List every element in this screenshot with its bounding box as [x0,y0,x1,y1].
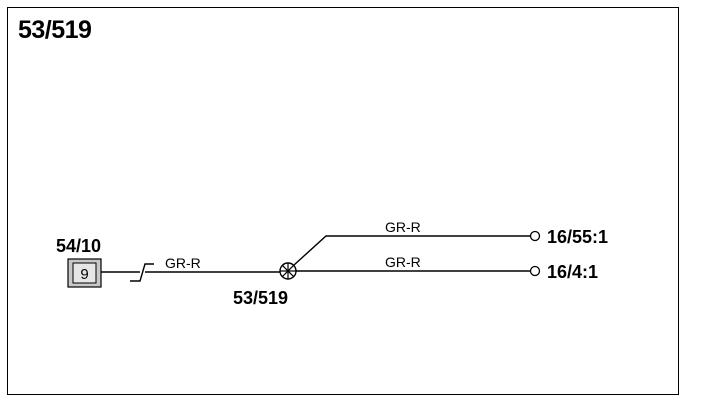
terminal-lower-icon [529,265,541,277]
terminal-upper-label: 16/55:1 [547,227,608,247]
wire-upper-color: GR-R [385,219,421,235]
wire-input-color: GR-R [165,255,201,271]
terminal-upper-icon [529,230,541,242]
diagram-title: 53/519 [18,16,92,44]
splice-label: 53/519 [233,288,288,308]
wire-upper-branch [293,235,530,266]
connector-label: 54/10 [56,236,101,256]
diagram-frame [7,7,679,395]
wire-lower-color: GR-R [385,254,421,270]
splice-icon [279,262,297,280]
terminal-lower-label: 16/4:1 [547,262,598,282]
wire-break-symbol [130,263,154,282]
connector-pin-number: 9 [80,266,88,283]
connector-pin-inner [72,262,97,284]
